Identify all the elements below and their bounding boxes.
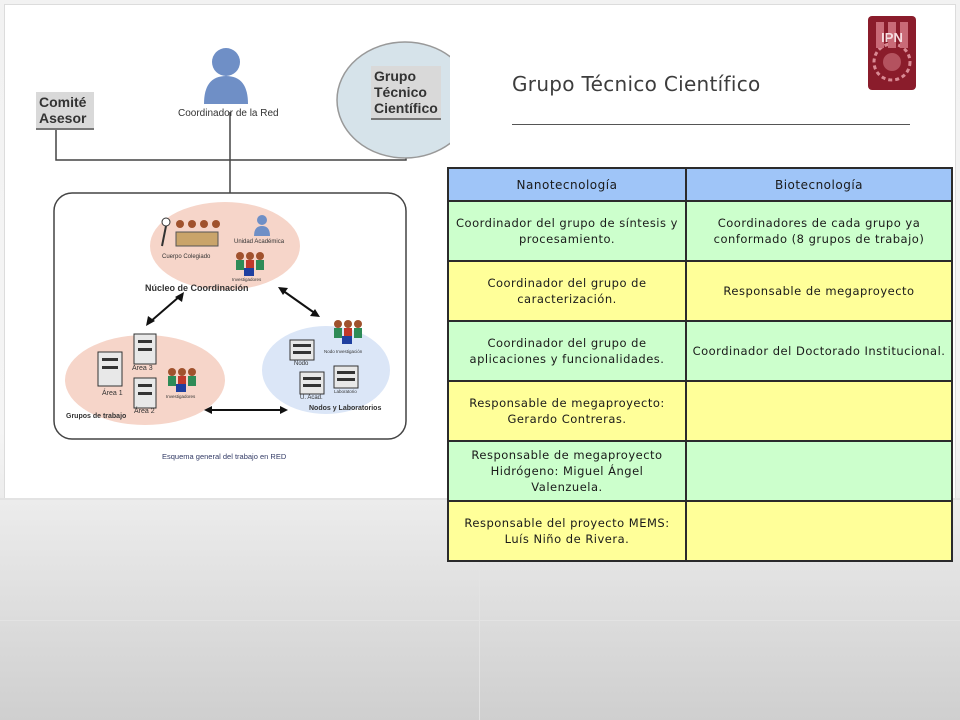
cloud-nucleo [150,202,300,290]
coordinador-label: Coordinador de la Red [178,108,279,119]
table-row: Responsable de megaproyecto Hidrógeno: M… [447,440,953,502]
floor-line-horizontal [0,620,960,621]
page-title: Grupo Técnico Científico [512,72,761,96]
table-row: Responsable de megaproyecto: Gerardo Con… [447,380,953,442]
table-header-row: Nanotecnología Biotecnología [447,167,953,202]
nodo-label: Nodo [294,361,309,367]
investigadores-left-icon [168,368,196,392]
table-cell: Coordinador del grupo de aplicaciones y … [447,320,687,382]
nucleo-label: Núcleo de Coordinación [145,283,249,293]
coordinator-person-icon [204,48,248,104]
table-cell: Coordinadores de cada grupo ya conformad… [685,200,953,262]
table-cell: Coordinador del Doctorado Institucional. [685,320,953,382]
u-acad-label: U. Acad. [300,395,323,401]
roles-table: Nanotecnología Biotecnología Coordinador… [447,167,953,562]
diagram-caption: Esquema general del trabajo en RED [162,452,287,461]
table-cell: Coordinador del grupo de caracterización… [447,260,687,322]
unidad-academica-label: Unidad Académica [234,239,285,245]
grupos-trabajo-label: Grupos de trabajo [66,413,127,420]
header-nanotecnologia: Nanotecnología [447,167,687,202]
floor-line-center [479,500,480,720]
table-cell: Coordinador del grupo de síntesis y proc… [447,200,687,262]
title-underline [512,124,910,125]
grupo-tecnico-label: Grupo Técnico Científico [371,66,441,120]
header-biotecnologia: Biotecnología [685,167,953,202]
area-buildings-icon [97,333,157,409]
area2-label: Área 2 [134,408,155,415]
area1-label: Área 1 [102,390,123,397]
table-row: Coordinador del grupo de aplicaciones y … [447,320,953,382]
table-cell: Responsable de megaproyecto [685,260,953,322]
comite-asesor-label: Comité Asesor [36,92,94,130]
investigadores-top-label: Investigadores [232,277,262,282]
table-cell: Responsable de megaproyecto: Gerardo Con… [447,380,687,442]
table-row: Coordinador del grupo de síntesis y proc… [447,200,953,262]
investigadores-left-label: Investigadores [166,394,196,399]
table-cell [685,500,953,562]
cuerpo-colegiado-label: Cuerpo Colegiado [162,254,211,260]
laboratorio-label: Laboratorio [334,389,357,394]
nodo-investigacion-label: Nodo Investigación [324,349,363,354]
network-diagram: Comité Asesor Grupo Técnico Científico C… [0,0,450,480]
table-cell [685,380,953,442]
arrow-nucleo-grupos [149,295,181,323]
table-row: Responsable del proyecto MEMS: Luís Niño… [447,500,953,562]
logo-text: IPN [881,30,903,45]
nodo-investigacion-people-icon [334,320,362,344]
table-cell [685,440,953,502]
arrow-nucleo-nodos [281,289,317,315]
cuerpo-colegiado-icon [161,217,220,247]
table-cell: Responsable de megaproyecto Hidrógeno: M… [447,440,687,502]
investigadores-top-icon [236,252,264,276]
nodos-buildings-icon [289,339,359,395]
area3-label: Área 3 [132,365,153,372]
table-row: Coordinador del grupo de caracterización… [447,260,953,322]
ipn-logo: IPN [868,16,916,90]
table-cell: Responsable del proyecto MEMS: Luís Niño… [447,500,687,562]
unidad-academica-person-icon [254,215,270,236]
nodos-laboratorios-label: Nodos y Laboratorios [309,405,382,412]
cloud-nodos [262,326,390,414]
